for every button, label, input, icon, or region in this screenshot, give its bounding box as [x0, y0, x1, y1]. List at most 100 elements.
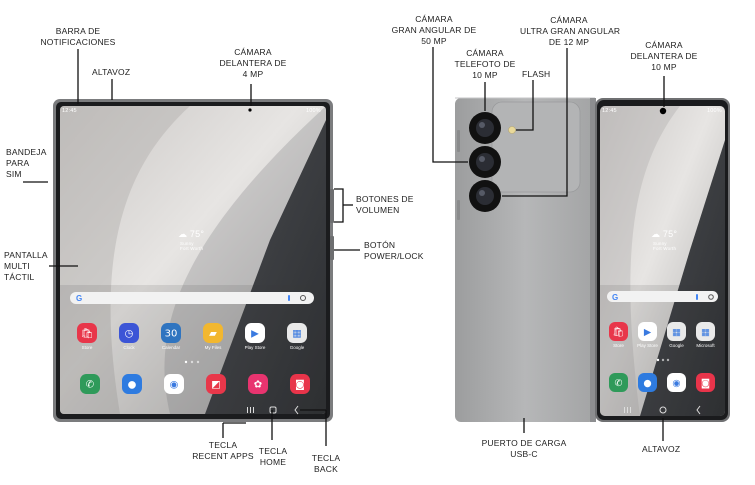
dock-app-icon-4 — [248, 374, 268, 394]
svg-text:▦: ▦ — [292, 329, 301, 340]
search-bar[interactable] — [70, 292, 314, 304]
unfolded-app-label-4: Play Store — [245, 345, 266, 350]
label-puerto-usb-c: Puerto de cargaUSB-C — [481, 438, 567, 459]
label-botones-volumen: Botones devolumen — [356, 194, 414, 215]
folded-app-label-1: Play Store — [637, 343, 658, 348]
svg-text:✆: ✆ — [615, 378, 623, 389]
label-bandeja-sim: BandejaparaSIM — [6, 147, 47, 179]
sun-cloud-icon: ☁ — [651, 229, 661, 239]
status-time: 12:45 — [62, 108, 77, 114]
weather-widget[interactable]: ☁ 75° — [178, 229, 205, 239]
unfolded-app-label-3: My Files — [205, 345, 222, 350]
folded-app-label-0: Store — [613, 343, 624, 348]
folded-app-3[interactable]: ▦ Microsoft — [696, 322, 715, 348]
svg-text:G: G — [76, 294, 82, 303]
svg-text:✆: ✆ — [86, 380, 94, 391]
label-camara-telefoto: Cámaratelefoto de10 MP — [454, 48, 516, 80]
unfolded-app-5[interactable]: ▦ Google — [287, 323, 307, 350]
folded-app-icon-3 — [696, 322, 715, 341]
folded-app-icon-0 — [609, 322, 628, 341]
folded-dock-app-icon-2 — [667, 373, 686, 392]
dock-app-0[interactable]: ✆ — [80, 374, 100, 394]
label-camara-gran-angular: Cámaragran angular de50 MP — [391, 14, 477, 46]
status-battery-cover: 100% — [707, 108, 722, 114]
label-tecla-back: TeclaBack — [311, 453, 341, 474]
svg-text:●: ● — [128, 380, 137, 391]
dock-unfolded: ✆ ● ◉ ◩ ✿ ◙ — [80, 374, 310, 394]
folded-app-2[interactable]: ▦Google — [667, 322, 686, 348]
folded-app-1[interactable]: ▶ Play Store — [637, 322, 658, 348]
svg-text:▶: ▶ — [251, 329, 259, 340]
unfolded-phone: G — [53, 99, 334, 422]
dock-app-3[interactable]: ◩ — [206, 374, 226, 394]
folded-dock-app-0[interactable]: ✆ — [609, 373, 628, 392]
dock-app-icon-2 — [164, 374, 184, 394]
label-tecla-home: TeclaHome — [258, 446, 288, 467]
label-altavoz-bottom: Altavoz — [642, 444, 681, 454]
svg-text:▦: ▦ — [701, 327, 710, 338]
dock-app-icon-0 — [80, 374, 100, 394]
folded-dock-app-3[interactable]: ◙ — [696, 373, 715, 392]
status-time-cover: 12:45 — [602, 108, 617, 114]
dock-app-2[interactable]: ◉ — [164, 374, 184, 394]
unfolded-app-icon-3 — [203, 323, 223, 343]
dock-app-1[interactable]: ● — [122, 374, 142, 394]
weather-widget-cover[interactable]: ☁ 75° — [651, 229, 678, 239]
svg-text:▶: ▶ — [644, 327, 652, 338]
svg-text:◙: ◙ — [701, 378, 710, 389]
leader-lines — [23, 47, 665, 446]
unfolded-app-3[interactable]: ▰ My Files — [203, 323, 223, 350]
unfolded-app-icon-4 — [245, 323, 265, 343]
dock-app-icon-5 — [290, 374, 310, 394]
label-flash: Flash — [522, 69, 551, 79]
dock-folded: ✆ ● ◉ ◙ — [609, 373, 715, 392]
unfolded-app-label-0: Store — [82, 345, 93, 350]
svg-text:◙: ◙ — [295, 380, 305, 391]
folded-phone-front: G — [595, 98, 730, 422]
svg-text:🛍: 🛍 — [612, 326, 624, 338]
unfolded-app-label-2: Calendar — [162, 345, 181, 350]
svg-text:◷: ◷ — [125, 329, 134, 340]
folded-app-label-2: Google — [669, 343, 684, 348]
app-grid-folded: 🛍 Store ▶ Play Store ▦Google ▦ Microsoft — [609, 322, 715, 348]
folded-app-icon-1 — [638, 322, 657, 341]
label-camara-ultra-gran-angular: Cámaraultra gran angularde 12 MP — [520, 15, 621, 47]
folded-dock-app-1[interactable]: ● — [638, 373, 657, 392]
folded-app-icon-2 — [667, 322, 686, 341]
dock-app-icon-3 — [206, 374, 226, 394]
folded-app-label-3: Microsoft — [696, 343, 715, 348]
svg-text:G: G — [612, 293, 618, 302]
folded-app-0[interactable]: 🛍 Store — [609, 322, 628, 348]
unfolded-app-icon-0 — [77, 323, 97, 343]
svg-text:◩: ◩ — [211, 380, 220, 391]
label-altavoz-top: Altavoz — [92, 67, 131, 77]
label-barra-notificaciones: Barra denotificaciones — [40, 26, 116, 47]
camera-lens-50mp-icon — [469, 112, 501, 144]
unfolded-app-1[interactable]: ◷Clock — [119, 323, 139, 350]
unfolded-app-label-5: Google — [290, 345, 305, 350]
flash-icon — [508, 126, 516, 134]
svg-text:30: 30 — [165, 329, 178, 340]
label-pantalla-multitactil: Pantallamultitáctil — [4, 250, 48, 282]
unfolded-app-4[interactable]: ▶ Play Store — [245, 323, 266, 350]
dock-app-4[interactable]: ✿ — [248, 374, 268, 394]
svg-text:●: ● — [643, 378, 651, 389]
label-tecla-recent-apps: TeclaRecent Apps — [192, 440, 254, 461]
svg-text:◉: ◉ — [170, 380, 179, 391]
svg-text:✿: ✿ — [254, 380, 262, 391]
svg-text:▰: ▰ — [209, 329, 217, 340]
dock-app-5[interactable]: ◙ — [290, 374, 310, 394]
svg-text:◉: ◉ — [672, 378, 680, 389]
folded-dock-app-icon-3 — [696, 373, 715, 392]
folded-phone-back — [455, 97, 596, 422]
unfolded-app-icon-2 — [161, 323, 181, 343]
unfolded-app-0[interactable]: 🛍Store — [77, 323, 97, 350]
label-camara-delantera-4mp: Cámaradelantera de4 MP — [219, 47, 287, 79]
label-boton-power: BotónPower/Lock — [364, 240, 424, 261]
dock-app-icon-1 — [122, 374, 142, 394]
unfolded-app-icon-1 — [119, 323, 139, 343]
folded-dock-app-2[interactable]: ◉ — [667, 373, 686, 392]
